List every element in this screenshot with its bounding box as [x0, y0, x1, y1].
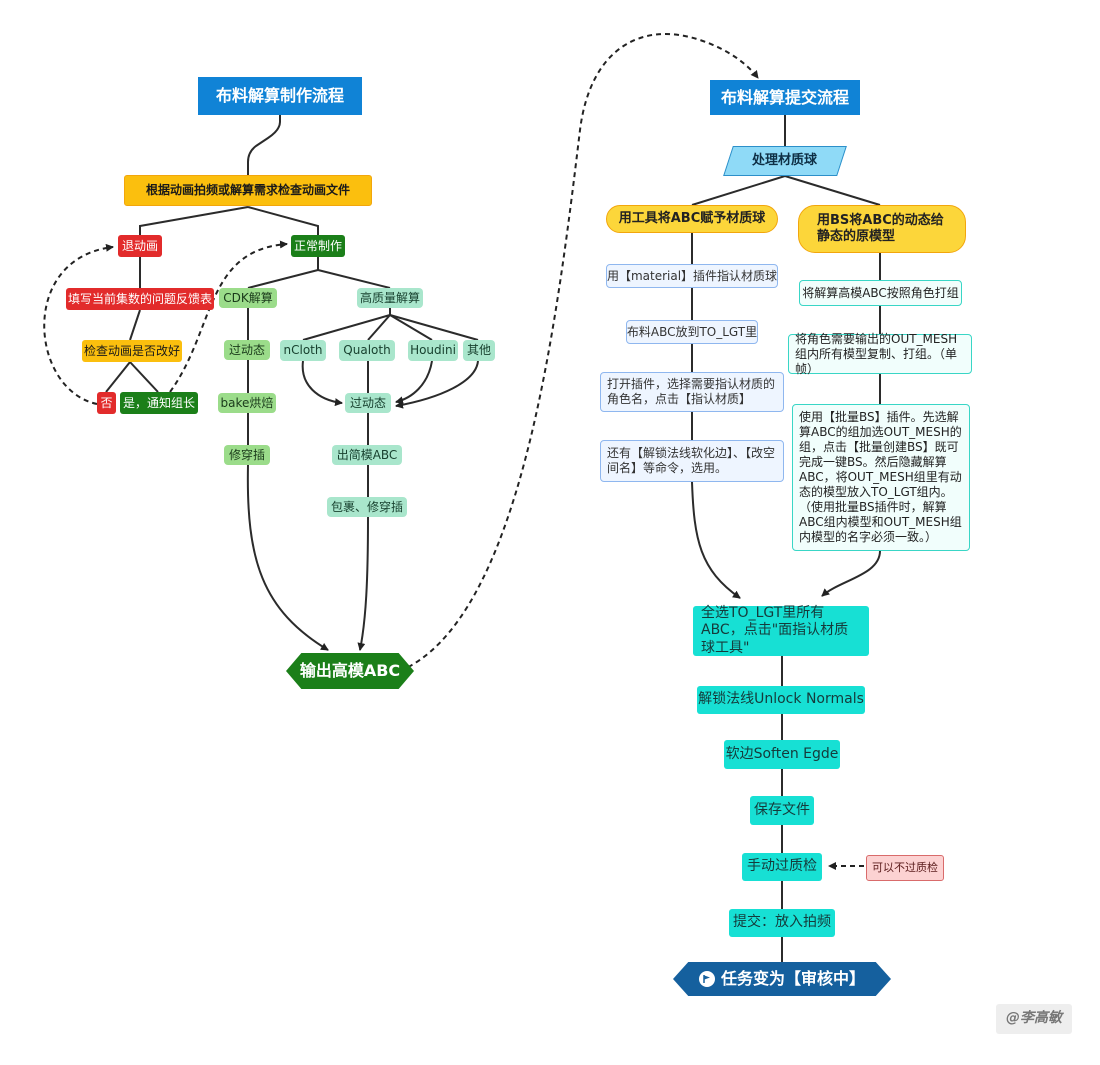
hq-step-node: 过动态: [345, 393, 391, 413]
tool-step-node: 用【material】插件指认材质球: [606, 264, 778, 288]
unlock-normals-node: 解锁法线Unlock Normals: [697, 686, 865, 714]
process-material-node: 处理材质球: [723, 146, 847, 176]
flag-icon: [698, 971, 715, 987]
left-flow-title: 布料解算制作流程: [198, 77, 362, 115]
tool-step-node: 布料ABC放到TO_LGT里: [626, 320, 758, 344]
yes-notify-leader-node: 是，通知组长: [120, 392, 198, 414]
hq-step-node: 包裹、修穿插: [327, 497, 407, 517]
output-high-model-abc-node: 输出高模ABC: [286, 653, 414, 689]
manual-qc-node: 手动过质检: [742, 853, 822, 881]
cdk-solve-node: CDK解算: [219, 288, 277, 308]
solver-tool-node: Qualoth: [339, 340, 395, 361]
author-signature: @李高敏: [996, 1004, 1072, 1034]
cdk-step-node: 修穿插: [224, 445, 270, 465]
task-under-review-node: 任务变为【审核中】: [673, 962, 891, 996]
select-all-abc-node: 全选TO_LGT里所有ABC，点击"面指认材质球工具": [693, 605, 869, 656]
branch-tool-material-node: 用工具将ABC赋予材质球: [606, 205, 778, 233]
solver-tool-node: 其他: [463, 340, 495, 361]
bs-step-node: 将解算高模ABC按照角色打组: [799, 280, 962, 306]
tool-step-node: 打开插件，选择需要指认材质的角色名，点击【指认材质】: [600, 372, 784, 412]
bs-step-node: 将角色需要输出的OUT_MESH组内所有模型复制、打组。（单帧）: [788, 332, 972, 376]
no-node: 否: [97, 392, 116, 414]
check-animation-file-node: 根据动画拍频或解算需求检查动画文件: [124, 175, 372, 206]
high-quality-solve-node: 高质量解算: [357, 288, 423, 308]
submit-node: 提交：放入拍频: [729, 909, 835, 937]
cdk-step-node: bake烘焙: [218, 393, 276, 413]
process-material-label: 处理材质球: [752, 152, 818, 168]
save-file-node: 保存文件: [750, 796, 814, 825]
task-under-review-label: 任务变为【审核中】: [720, 969, 865, 988]
check-animation-fixed-node: 检查动画是否改好: [82, 340, 182, 362]
solver-tool-node: Houdini: [408, 340, 458, 361]
right-flow-title: 布料解算提交流程: [710, 80, 860, 115]
solver-tool-node: nCloth: [280, 340, 326, 361]
qc-optional-note: 可以不过质检: [866, 855, 944, 881]
soften-edge-node: 软边Soften Egde: [724, 740, 840, 769]
fill-feedback-form-node: 填写当前集数的问题反馈表: [66, 288, 214, 310]
retreat-animation-node: 退动画: [118, 235, 162, 257]
bs-step-node: 使用【批量BS】插件。先选解算ABC的组加选OUT_MESH的组，点击【批量创建…: [792, 404, 970, 551]
branch-bs-model-node: 用BS将ABC的动态给静态的原模型: [798, 205, 966, 253]
hq-step-node: 出简模ABC: [332, 445, 402, 465]
cdk-step-node: 过动态: [224, 340, 270, 360]
normal-production-node: 正常制作: [291, 235, 345, 257]
tool-step-node: 还有【解锁法线软化边】、【改空间名】等命令，选用。: [600, 440, 784, 482]
